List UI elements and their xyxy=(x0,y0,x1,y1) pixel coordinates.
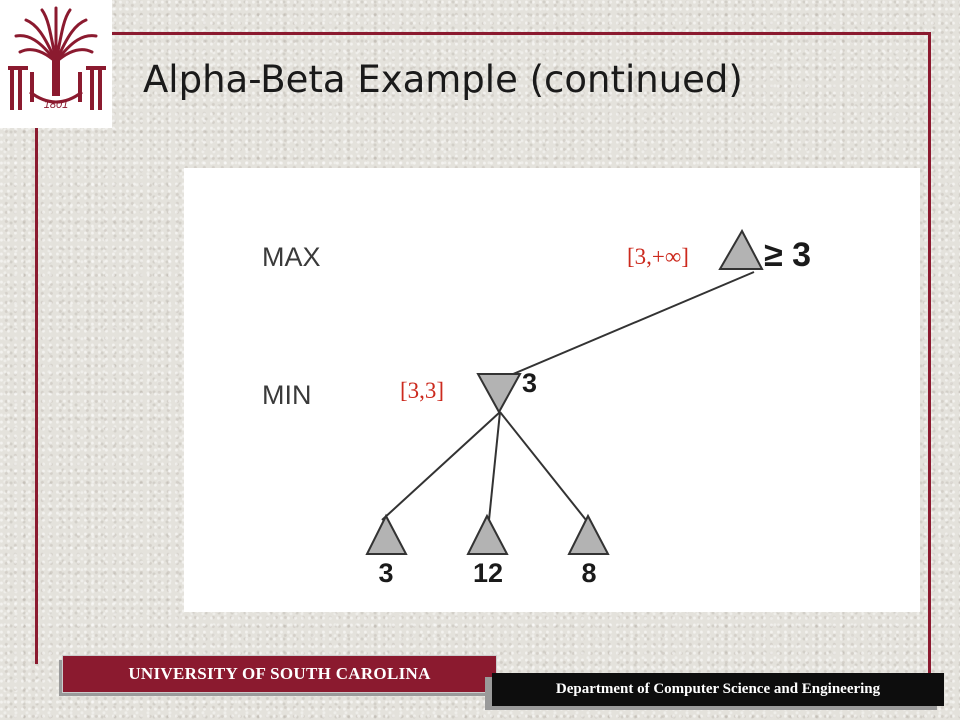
min-interval-label: [3,3] xyxy=(400,378,444,403)
max-level-label: MAX xyxy=(262,242,321,272)
min-node xyxy=(476,373,522,415)
leaf-value-3: 8 xyxy=(581,558,596,588)
university-name: UNIVERSITY OF SOUTH CAROLINA xyxy=(128,664,431,683)
frame-left-line xyxy=(35,32,38,664)
diagram-panel: MAX MIN ≥ 3 [3,+∞] 3 [3,3] 3 12 8 xyxy=(184,168,920,612)
logo-year-text: 1801 xyxy=(44,99,68,111)
root-value-label: ≥ 3 xyxy=(764,236,811,274)
edge-min-to-leaf-3 xyxy=(499,411,587,521)
leaf-node-3 xyxy=(567,513,610,555)
alpha-beta-tree-diagram: MAX MIN ≥ 3 [3,+∞] 3 [3,3] 3 12 8 xyxy=(262,228,811,588)
leaf-value-1: 3 xyxy=(378,558,393,588)
university-banner: UNIVERSITY OF SOUTH CAROLINA xyxy=(62,655,497,693)
department-name: Department of Computer Science and Engin… xyxy=(555,681,881,697)
palmetto-logo-icon: 1801 xyxy=(8,6,106,111)
frame-right-line xyxy=(928,32,931,678)
root-interval-label: [3,+∞] xyxy=(627,244,689,269)
department-banner: Department of Computer Science and Engin… xyxy=(492,673,944,706)
university-logo: 1801 xyxy=(0,0,112,128)
edge-root-to-min xyxy=(498,271,755,381)
edge-min-to-leaf-1 xyxy=(381,411,501,521)
leaf-value-2: 12 xyxy=(473,558,503,588)
min-value-label: 3 xyxy=(522,368,537,398)
leaf-node-2 xyxy=(466,513,509,555)
leaf-node-1 xyxy=(365,513,408,555)
edge-min-to-leaf-2 xyxy=(488,411,501,521)
max-root-node xyxy=(718,228,764,270)
min-level-label: MIN xyxy=(262,380,312,410)
frame-top-line xyxy=(100,32,930,35)
slide-title: Alpha-Beta Example (continued) xyxy=(143,58,743,101)
